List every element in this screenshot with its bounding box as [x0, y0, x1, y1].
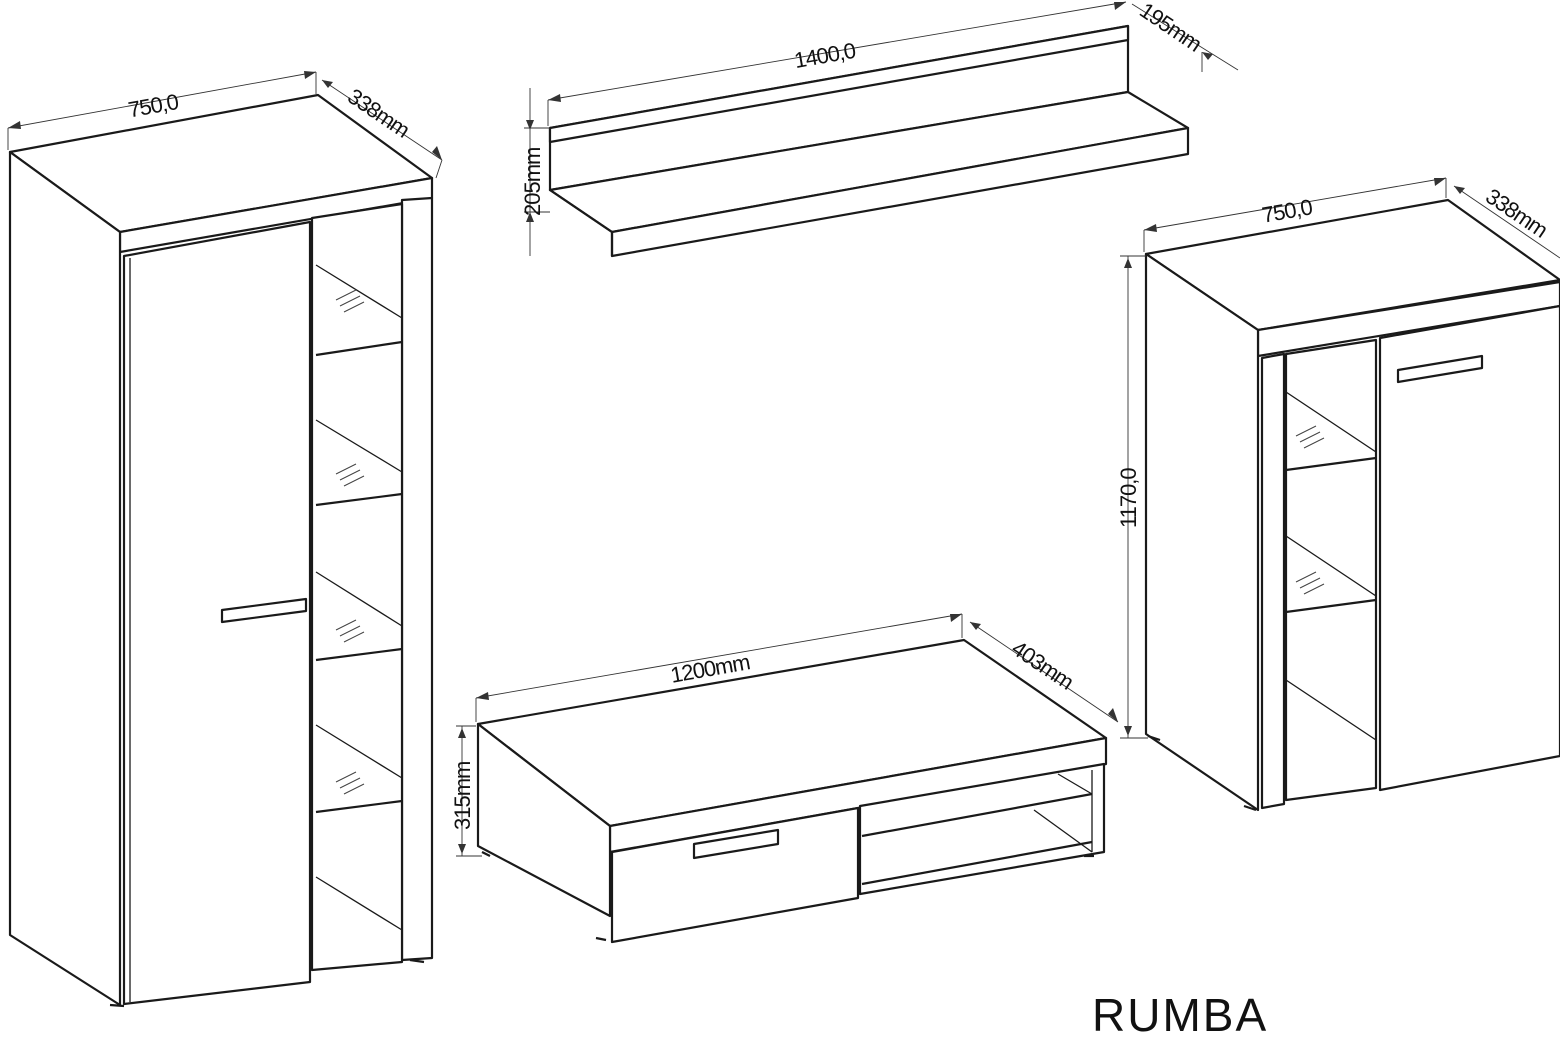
tall-cabinet-width-label: 750,0 [126, 89, 180, 122]
low-cabinet-width-label: 750,0 [1260, 194, 1314, 227]
wall-shelf-depth-label: 195mm [1135, 0, 1206, 56]
tall-cabinet-dimensions [7, 71, 443, 179]
tv-stand [476, 638, 1108, 944]
brand-name: RUMBA [1092, 989, 1269, 1041]
wall-shelf-width-label: 1400,0 [792, 38, 857, 73]
low-cabinet-dimensions [1120, 177, 1560, 739]
wall-shelf-dimensions [524, 1, 1239, 256]
low-cabinet [1144, 198, 1560, 812]
wall-shelf [548, 24, 1190, 258]
tv-stand-height-label: 315mm [450, 762, 475, 830]
tall-cabinet [8, 93, 434, 1008]
low-cabinet-height-label: 1170,0 [1116, 468, 1141, 528]
tv-stand-dimensions [456, 613, 1119, 857]
wall-shelf-height-label: 205mm [520, 148, 545, 216]
